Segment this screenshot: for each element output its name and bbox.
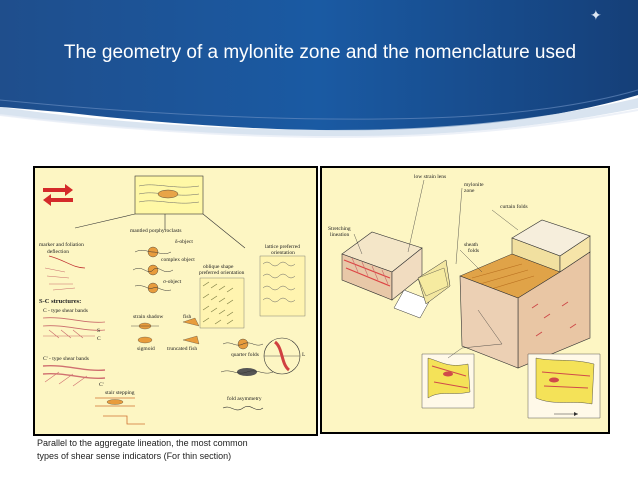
- shear-sense-indicators-figure: mantled porphyroclasts δ-object complex …: [33, 166, 318, 436]
- caption-line-2: types of shear sense indicators (For thi…: [37, 451, 232, 461]
- header-wave-graphic: ✦: [0, 0, 638, 139]
- mylonite-zone-block-diagram: low strain lens mylonite zone curtain fo…: [320, 166, 610, 434]
- label-c: C: [97, 336, 101, 342]
- label-lattice-orientation: orientation: [271, 250, 295, 256]
- label-c-prime-shear-bands: C' - type shear bands: [43, 356, 89, 362]
- label-mylonite: mylonite: [464, 182, 484, 188]
- label-stretching: Stretching: [328, 226, 351, 232]
- label-curtain-folds: curtain folds: [500, 204, 528, 210]
- label-mantled-porphyroclasts: mantled porphyroclasts: [130, 228, 182, 234]
- label-c-prime: C': [99, 382, 104, 388]
- mylonite-block-drawing: [341, 179, 601, 419]
- label-sigma-object: σ-object: [163, 279, 182, 285]
- label-marker-foliation: marker and foliation: [39, 242, 84, 248]
- label-mylonite-zone: zone: [464, 188, 475, 194]
- label-lattice-preferred: lattice preferred: [265, 244, 300, 250]
- label-lineation: lineation: [330, 232, 350, 238]
- shear-indicators-drawing: [42, 175, 306, 425]
- label-oblique-shape: oblique shape: [203, 264, 234, 270]
- label-fold-asymmetry: fold asymmetry: [227, 396, 262, 402]
- caption-line-1: Parallel to the aggregate lineation, the…: [37, 438, 248, 448]
- label-l: L: [302, 352, 306, 358]
- slide-title: The geometry of a mylonite zone and the …: [63, 42, 577, 63]
- label-preferred-orientation: preferred orientation: [199, 270, 245, 276]
- label-stair-stepping: stair stepping: [105, 390, 135, 396]
- svg-text:✦: ✦: [590, 8, 602, 24]
- label-delta-object: δ-object: [175, 239, 193, 245]
- label-low-strain-lens: low strain lens: [414, 174, 447, 180]
- label-c-type-shear-bands: C - type shear bands: [43, 308, 88, 314]
- slide-header-banner: ✦: [0, 0, 638, 150]
- label-sheath: sheath: [464, 242, 479, 248]
- label-sheath-folds: folds: [468, 248, 479, 254]
- figure-caption: Parallel to the aggregate lineation, the…: [37, 437, 317, 463]
- shear-sense-arrows-icon: [43, 184, 73, 206]
- label-fish: fish: [183, 314, 192, 320]
- label-quarter-folds: quarter folds: [231, 352, 259, 358]
- label-complex-object: complex object: [161, 257, 195, 263]
- label-deflection: deflection: [47, 249, 69, 255]
- label-sc-structures: S-C structures:: [39, 298, 82, 305]
- label-truncated-fish: truncated fish: [167, 346, 198, 352]
- label-strain-shadow: strain shadow: [133, 314, 164, 320]
- label-s: S: [97, 328, 101, 334]
- label-sigmoid: sigmoid: [137, 346, 155, 352]
